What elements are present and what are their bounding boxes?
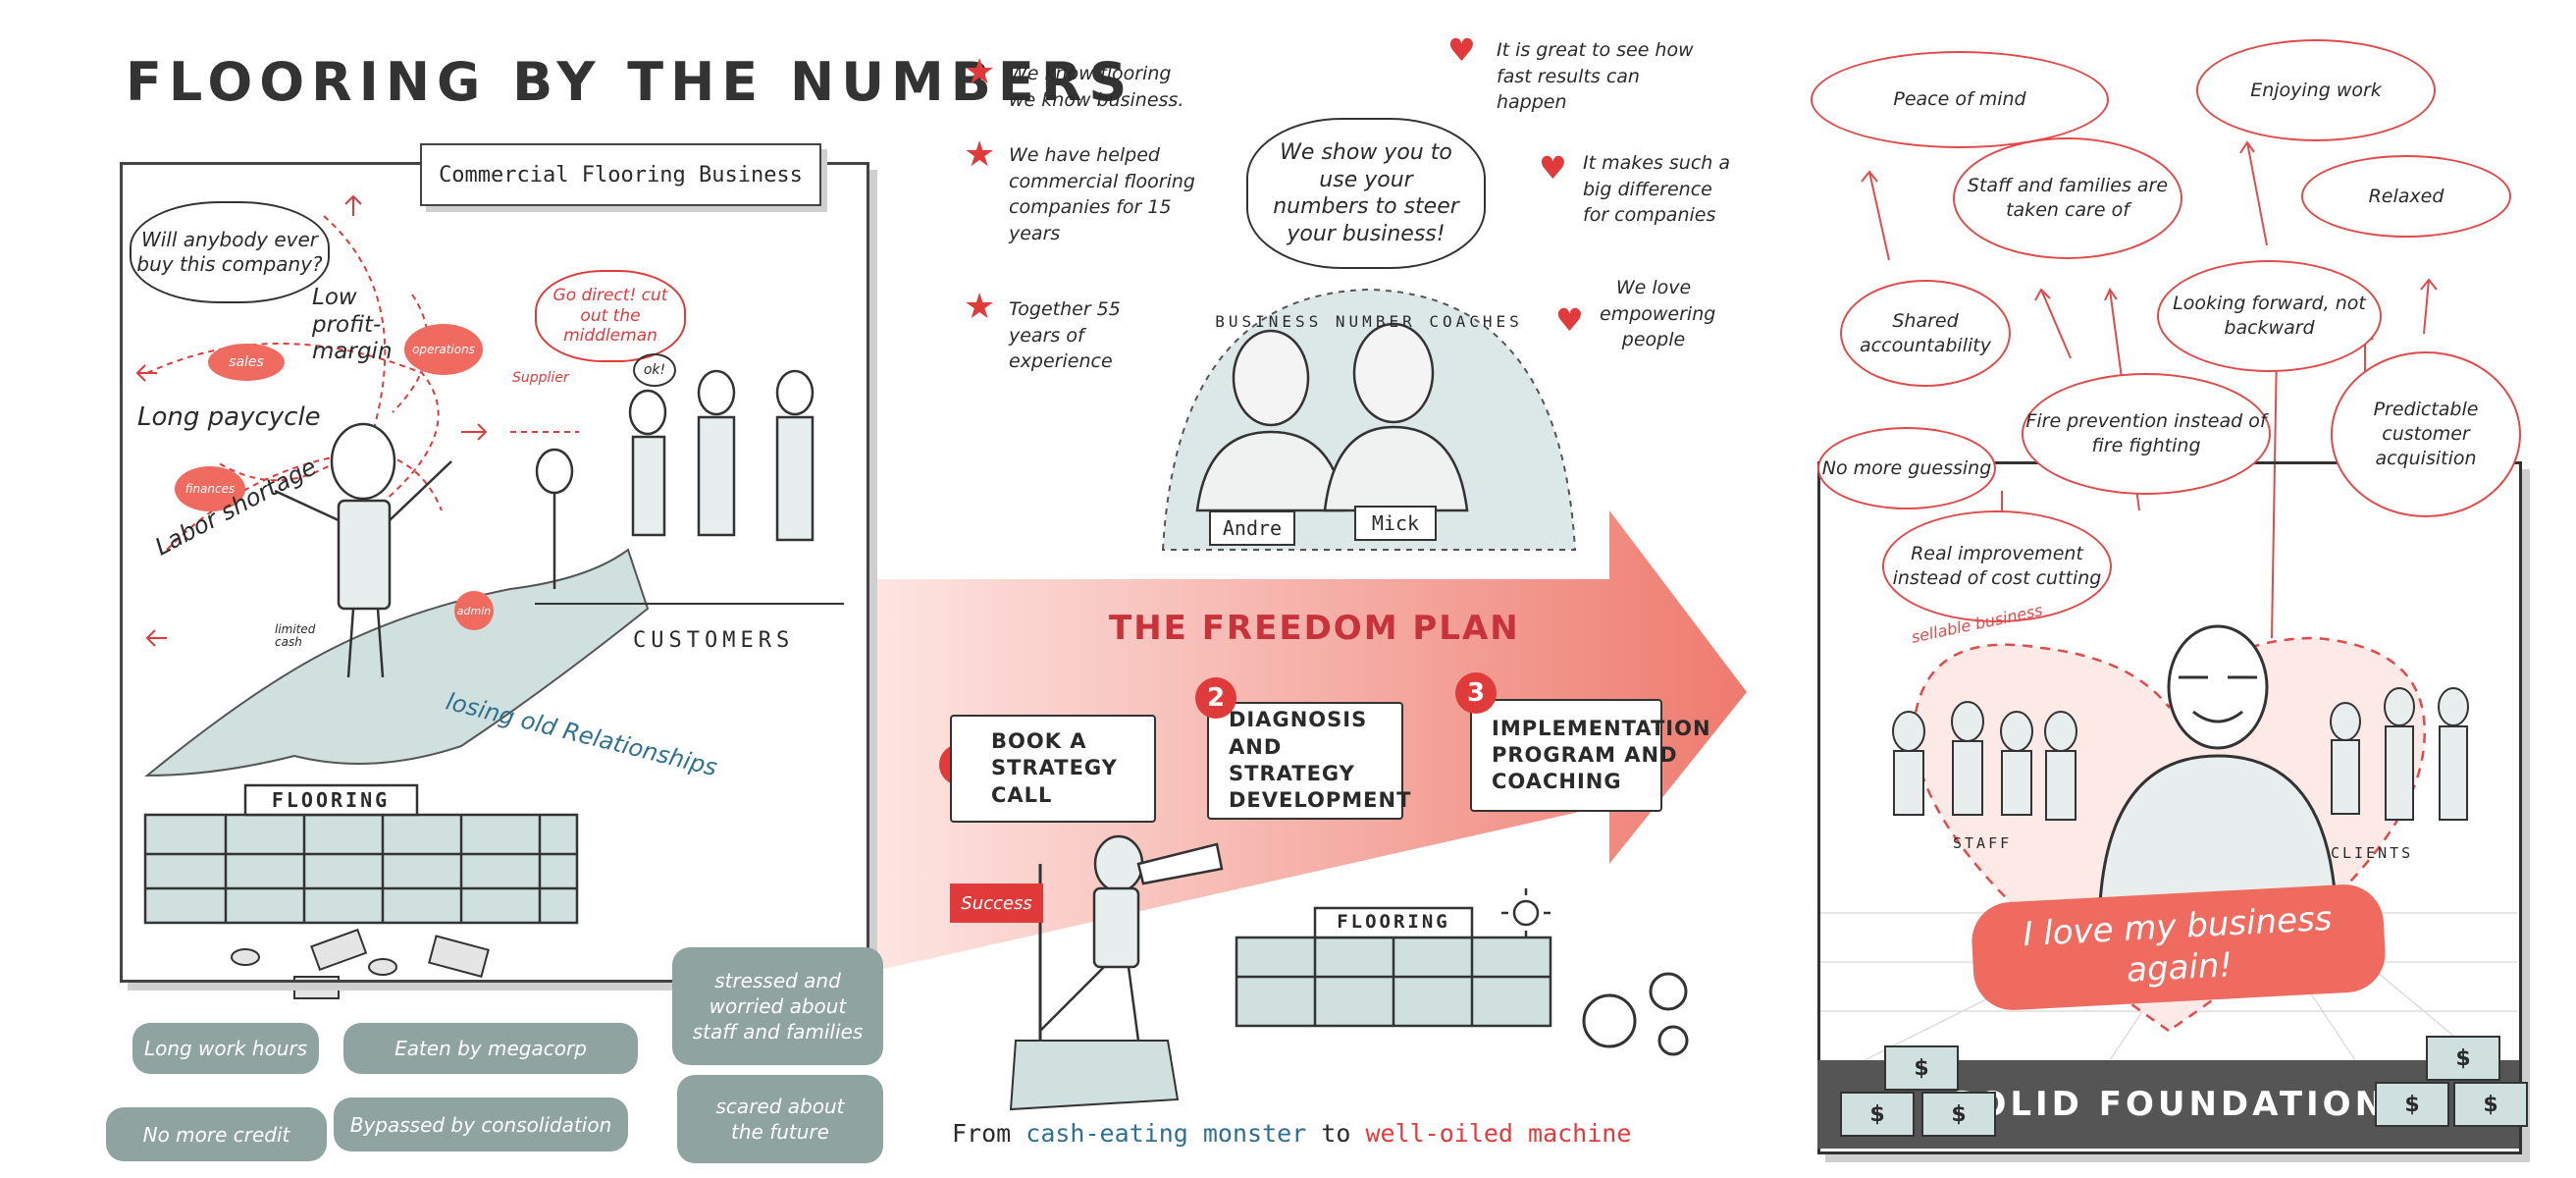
heart-icon: ♥ (1447, 31, 1476, 69)
telescope-man (1039, 834, 1224, 1042)
star-icon: ★ (964, 134, 996, 175)
sun-icon (1501, 888, 1551, 937)
point-know-flooring: We know flooring we know business. (1009, 63, 1184, 111)
point-helped-companies: We have helped commercial flooring compa… (1009, 144, 1195, 244)
heart-icon: ♥ (1539, 149, 1567, 187)
step-diagnosis-label: DIAGNOSIS AND STRATEGY DEVELOPMENT (1229, 708, 1412, 813)
heart-icon: ♥ (1555, 301, 1584, 339)
admin-tag: admin (454, 591, 494, 630)
star-icon: ★ (964, 287, 996, 327)
ok-bubble: ok! (633, 353, 676, 387)
step-book-call: BOOK A STRATEGY CALL (950, 715, 1156, 823)
business-label: Commercial Flooring Business (420, 143, 821, 206)
buyer-speech-bubble: Will anybody ever buy this company? (130, 201, 330, 303)
dollar-bill-icon: $ (1921, 1092, 1996, 1137)
staff-figures (1892, 701, 2077, 821)
coach-andre (1195, 329, 1346, 512)
pill-stressed-worried: stressed and worried about staff and fam… (672, 947, 883, 1065)
pill-no-more-credit: No more credit (106, 1107, 327, 1161)
pill-scared-future: scared about the future (677, 1075, 883, 1163)
footer-from: From (952, 1119, 1026, 1148)
love-business-banner: I love my business again! (1970, 883, 2388, 1012)
step-implementation: IMPLEMENTATION PROGRAM AND COACHING (1470, 699, 1710, 812)
flooring-sign-mid: FLOORING (1337, 911, 1450, 933)
step-implementation-label: IMPLEMENTATION PROGRAM AND COACHING (1492, 716, 1711, 794)
customers-label: CUSTOMERS (633, 628, 795, 653)
step-number-2: 2 (1195, 677, 1236, 719)
limited-cash-label: limited cash (275, 622, 316, 650)
star-icon: ★ (964, 52, 996, 92)
happy-owner (2098, 624, 2338, 905)
middle-footer: From cash-eating monster to well-oiled m… (952, 1119, 1631, 1148)
step-diagnosis: DIAGNOSIS AND STRATEGY DEVELOPMENT (1207, 702, 1410, 820)
flooring-building-mid (1235, 906, 1552, 1028)
step-book-call-label: BOOK A STRATEGY CALL (991, 729, 1118, 807)
footer-machine: well-oiled machine (1365, 1119, 1632, 1148)
coaches-speech-text: We show you to use your numbers to steer… (1273, 140, 1459, 246)
cloud-real-improvement: Real improvement instead of cost cutting (1882, 510, 2112, 622)
low-margin-label: Low profit-margin (312, 285, 393, 365)
clients-label: CLIENTS (2331, 844, 2414, 862)
finances-tag: finances (175, 466, 245, 511)
dollar-bill-icon: $ (1840, 1092, 1915, 1137)
long-paycycle-label: Long paycycle (137, 402, 321, 432)
go-direct-bubble: Go direct! cut out the middleman (535, 270, 686, 362)
cloud-predictable-acquisition: Predictable customer acquisition (2331, 351, 2521, 517)
cliff (1009, 1040, 1180, 1111)
freedom-plan-title: THE FREEDOM PLAN (1109, 609, 1520, 648)
solid-foundation-label: SOLID FOUNDATION (1949, 1085, 2388, 1124)
step-number-3: 3 (1455, 672, 1497, 714)
pill-long-work-hours: Long work hours (132, 1023, 319, 1074)
gears-icon (1582, 972, 1689, 1056)
dollar-bill-icon: $ (1884, 1045, 1959, 1091)
problem-arrows (135, 194, 488, 647)
pill-bypassed-consolidation: Bypassed by consolidation (334, 1098, 628, 1151)
flooring-building-left (143, 783, 579, 925)
name-tag-mick: Mick (1354, 506, 1437, 541)
flooring-sign-left: FLOORING (271, 788, 391, 812)
page-title: FLOORING BY THE NUMBERS (126, 51, 1134, 113)
client-figures (2330, 687, 2469, 821)
heart-fast-results: It is great to see how fast results can … (1497, 39, 1694, 114)
coaches-arc-label: BUSINESS NUMBER COACHES (1215, 312, 1523, 331)
cloud-staff-families: Staff and families are taken care of (1953, 137, 2182, 259)
pill-eaten-by-megacorp: Eaten by megacorp (343, 1023, 638, 1074)
success-flag: Success (950, 884, 1043, 923)
staff-label: STAFF (1953, 834, 2013, 852)
cloud-shared-accountability: Shared accountability (1840, 280, 2011, 387)
cloud-enjoying-work: Enjoying work (2196, 39, 2436, 141)
cloud-relaxed: Relaxed (2301, 155, 2511, 238)
cloud-peace-of-mind: Peace of mind (1811, 51, 2109, 148)
dollar-bill-icon: $ (2375, 1082, 2449, 1127)
cloud-no-more-guessing: No more guessing (1817, 427, 1996, 509)
point-experience: Together 55 years of experience (1009, 298, 1121, 373)
supplier-label: Supplier (512, 370, 569, 386)
stressed-owner (274, 422, 452, 678)
buyer-speech-text: Will anybody ever buy this company? (136, 228, 323, 276)
dollar-bill-icon: $ (2426, 1036, 2500, 1081)
heart-big-difference: It makes such a big difference for compa… (1583, 152, 1730, 227)
debris (231, 928, 490, 999)
heart-empowering: We love empowering people (1600, 277, 1716, 351)
dollar-bill-icon: $ (2453, 1082, 2528, 1127)
cloud-fire-prevention: Fire prevention instead of fire fighting (2022, 373, 2271, 495)
cloud-looking-forward: Looking forward, not backward (2157, 260, 2382, 372)
footer-to: to (1306, 1119, 1366, 1148)
sales-tag: sales (208, 344, 285, 381)
customer-figures (535, 369, 815, 589)
go-direct-text: Go direct! cut out the middleman (552, 286, 668, 347)
rocks (144, 548, 650, 777)
footer-monster: cash-eating monster (1025, 1119, 1307, 1148)
name-tag-andre: Andre (1209, 510, 1295, 546)
operations-tag: operations (404, 324, 483, 375)
coaches-speech-bubble: We show you to use your numbers to steer… (1246, 118, 1486, 269)
coach-mick (1323, 322, 1469, 512)
